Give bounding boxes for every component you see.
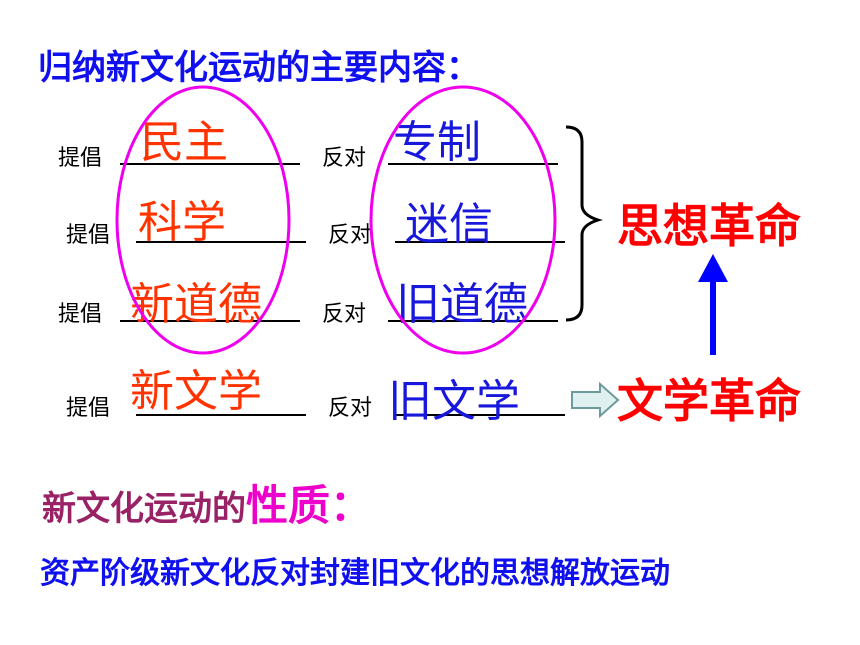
oppose-label-2: 反对 <box>328 223 373 248</box>
advocate-label-2: 提倡 <box>66 223 111 248</box>
nature-heading: 新文化运动的性质： <box>42 472 372 533</box>
nature-highlight: 性质 <box>246 481 331 530</box>
right-brace <box>565 125 604 322</box>
up-arrow-icon <box>698 254 728 355</box>
advocate-label-3: 提倡 <box>58 302 103 327</box>
oppose-ellipse <box>369 85 557 355</box>
page-title: 归纳新文化运动的主要内容： <box>38 48 480 88</box>
literature-revolution-label: 文学革命 <box>617 374 801 428</box>
oppose-blank-3 <box>388 320 558 322</box>
advocate-answer-2: 科学 <box>138 197 226 248</box>
right-arrow-icon <box>571 381 620 419</box>
advocate-answer-3: 新道德 <box>130 279 262 330</box>
oppose-label-1: 反对 <box>322 146 367 171</box>
advocate-label-4: 提倡 <box>66 396 111 421</box>
advocate-label-1: 提倡 <box>58 146 103 171</box>
oppose-blank-4 <box>395 414 565 416</box>
advocate-blank-1 <box>120 163 300 165</box>
oppose-blank-2 <box>395 241 565 243</box>
oppose-answer-4: 旧文学 <box>388 376 520 427</box>
thought-revolution-label: 思想革命 <box>617 199 801 253</box>
advocate-answer-4: 新文学 <box>130 366 262 417</box>
advocate-blank-3 <box>120 320 300 322</box>
nature-summary: 资产阶级新文化反对封建旧文化的思想解放运动 <box>40 556 670 591</box>
advocate-blank-2 <box>136 241 306 243</box>
nature-prefix: 新文化运动的 <box>42 489 246 529</box>
advocate-blank-4 <box>136 414 306 416</box>
nature-colon: ： <box>330 481 373 530</box>
oppose-label-4: 反对 <box>328 396 373 421</box>
advocate-answer-1: 民主 <box>140 117 228 168</box>
advocate-ellipse <box>115 85 291 355</box>
oppose-answer-2: 迷信 <box>405 199 493 250</box>
oppose-label-3: 反对 <box>322 302 367 327</box>
oppose-answer-3: 旧道德 <box>396 279 528 330</box>
oppose-blank-1 <box>388 163 558 165</box>
oppose-answer-1: 专制 <box>393 117 481 168</box>
